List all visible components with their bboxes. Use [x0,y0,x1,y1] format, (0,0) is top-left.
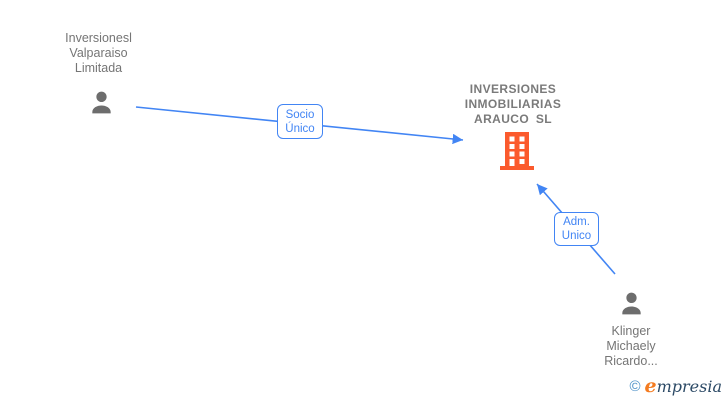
node-label-line: Klinger [611,324,651,338]
empresia-logo: © empresia [629,377,722,396]
node-label-line: INMOBILIARIAS [464,97,562,111]
node-label-line: Limitada [74,61,123,75]
empresia-wordmark: empresia [644,375,723,397]
node-label-line: Michaely [606,339,656,353]
node-label-shareholder[interactable]: Inversionesl Valparaiso Limitada [26,31,171,76]
node-label-line: Inversionesl [65,31,132,45]
node-label-line: Ricardo... [604,354,658,368]
person-icon[interactable] [87,88,116,117]
node-label-line: INVERSIONES [469,82,557,96]
building-icon[interactable] [500,132,534,170]
edge-label-line: Adm. [563,216,590,228]
edge-label-line: Único [285,122,315,135]
edge-label-socio-unico: Socio Único [277,104,323,139]
person-icon[interactable] [617,289,646,318]
node-label-line: Valparaiso [69,46,128,60]
edge-label-line: Unico [561,230,592,242]
node-label-company[interactable]: INVERSIONES INMOBILIARIAS ARAUCO SL [433,82,593,127]
node-label-line: ARAUCO SL [474,112,552,126]
copyright-icon: © [629,378,641,395]
edge-label-line: Socio [285,108,315,121]
node-label-administrator[interactable]: Klinger Michaely Ricardo... [561,324,701,369]
edge-label-adm-unico: Adm. Unico [554,212,599,246]
